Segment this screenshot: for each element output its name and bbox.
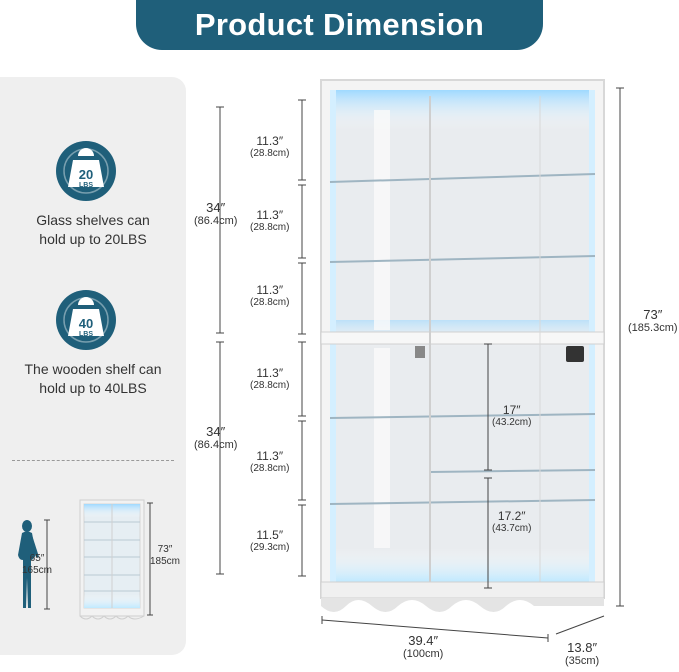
wooden-shelf-caption: The wooden shelf can hold up to 40LBS xyxy=(24,361,162,396)
weight-20-icon: 20 LBS xyxy=(63,148,109,194)
page-title: Product Dimension xyxy=(194,7,485,42)
glass-shelf-caption: Glass shelves can hold up to 20LBS xyxy=(36,212,150,247)
svg-text:20: 20 xyxy=(79,167,93,182)
total-height-label: 73″ (185.3cm) xyxy=(628,307,678,334)
svg-text:LBS: LBS xyxy=(79,331,93,338)
depth-label: 13.8″ (35cm) xyxy=(565,640,600,667)
person-height-label: 65″ 165cm xyxy=(22,553,53,576)
thumb-height-line xyxy=(147,502,153,616)
dimension-lines xyxy=(216,87,624,642)
shelf-gap-1: 11.3″ (28.8cm) xyxy=(250,134,290,159)
shelf-gap-4: 11.3″ (28.8cm) xyxy=(250,366,290,391)
inner-height-2: 17.2″ (43.7cm) xyxy=(492,509,532,534)
panel-divider xyxy=(12,460,174,461)
thumb-height-label: 73″ 185cm xyxy=(150,544,181,567)
lower-section-height: 34″ (86.4cm) xyxy=(194,424,238,451)
shelf-gap-6: 11.5″ (29.3cm) xyxy=(250,528,290,553)
svg-text:LBS: LBS xyxy=(79,182,93,189)
cabinet-thumbnail xyxy=(79,499,145,620)
person-silhouette-icon xyxy=(18,520,39,608)
shelf-gap-3: 11.3″ (28.8cm) xyxy=(250,283,290,308)
inner-height-1: 17″ (43.2cm) xyxy=(492,403,532,428)
width-label: 39.4″ (100cm) xyxy=(403,633,444,660)
title-banner: Product Dimension xyxy=(136,0,543,50)
weight-40-icon: 40 LBS xyxy=(63,297,109,343)
display-cabinet xyxy=(320,79,605,612)
svg-text:40: 40 xyxy=(79,316,93,331)
shelf-gap-5: 11.3″ (28.8cm) xyxy=(250,449,290,474)
upper-section-height: 34″ (86.4cm) xyxy=(194,200,238,227)
person-height-line xyxy=(44,519,50,610)
shelf-gap-2: 11.3″ (28.8cm) xyxy=(250,208,290,233)
